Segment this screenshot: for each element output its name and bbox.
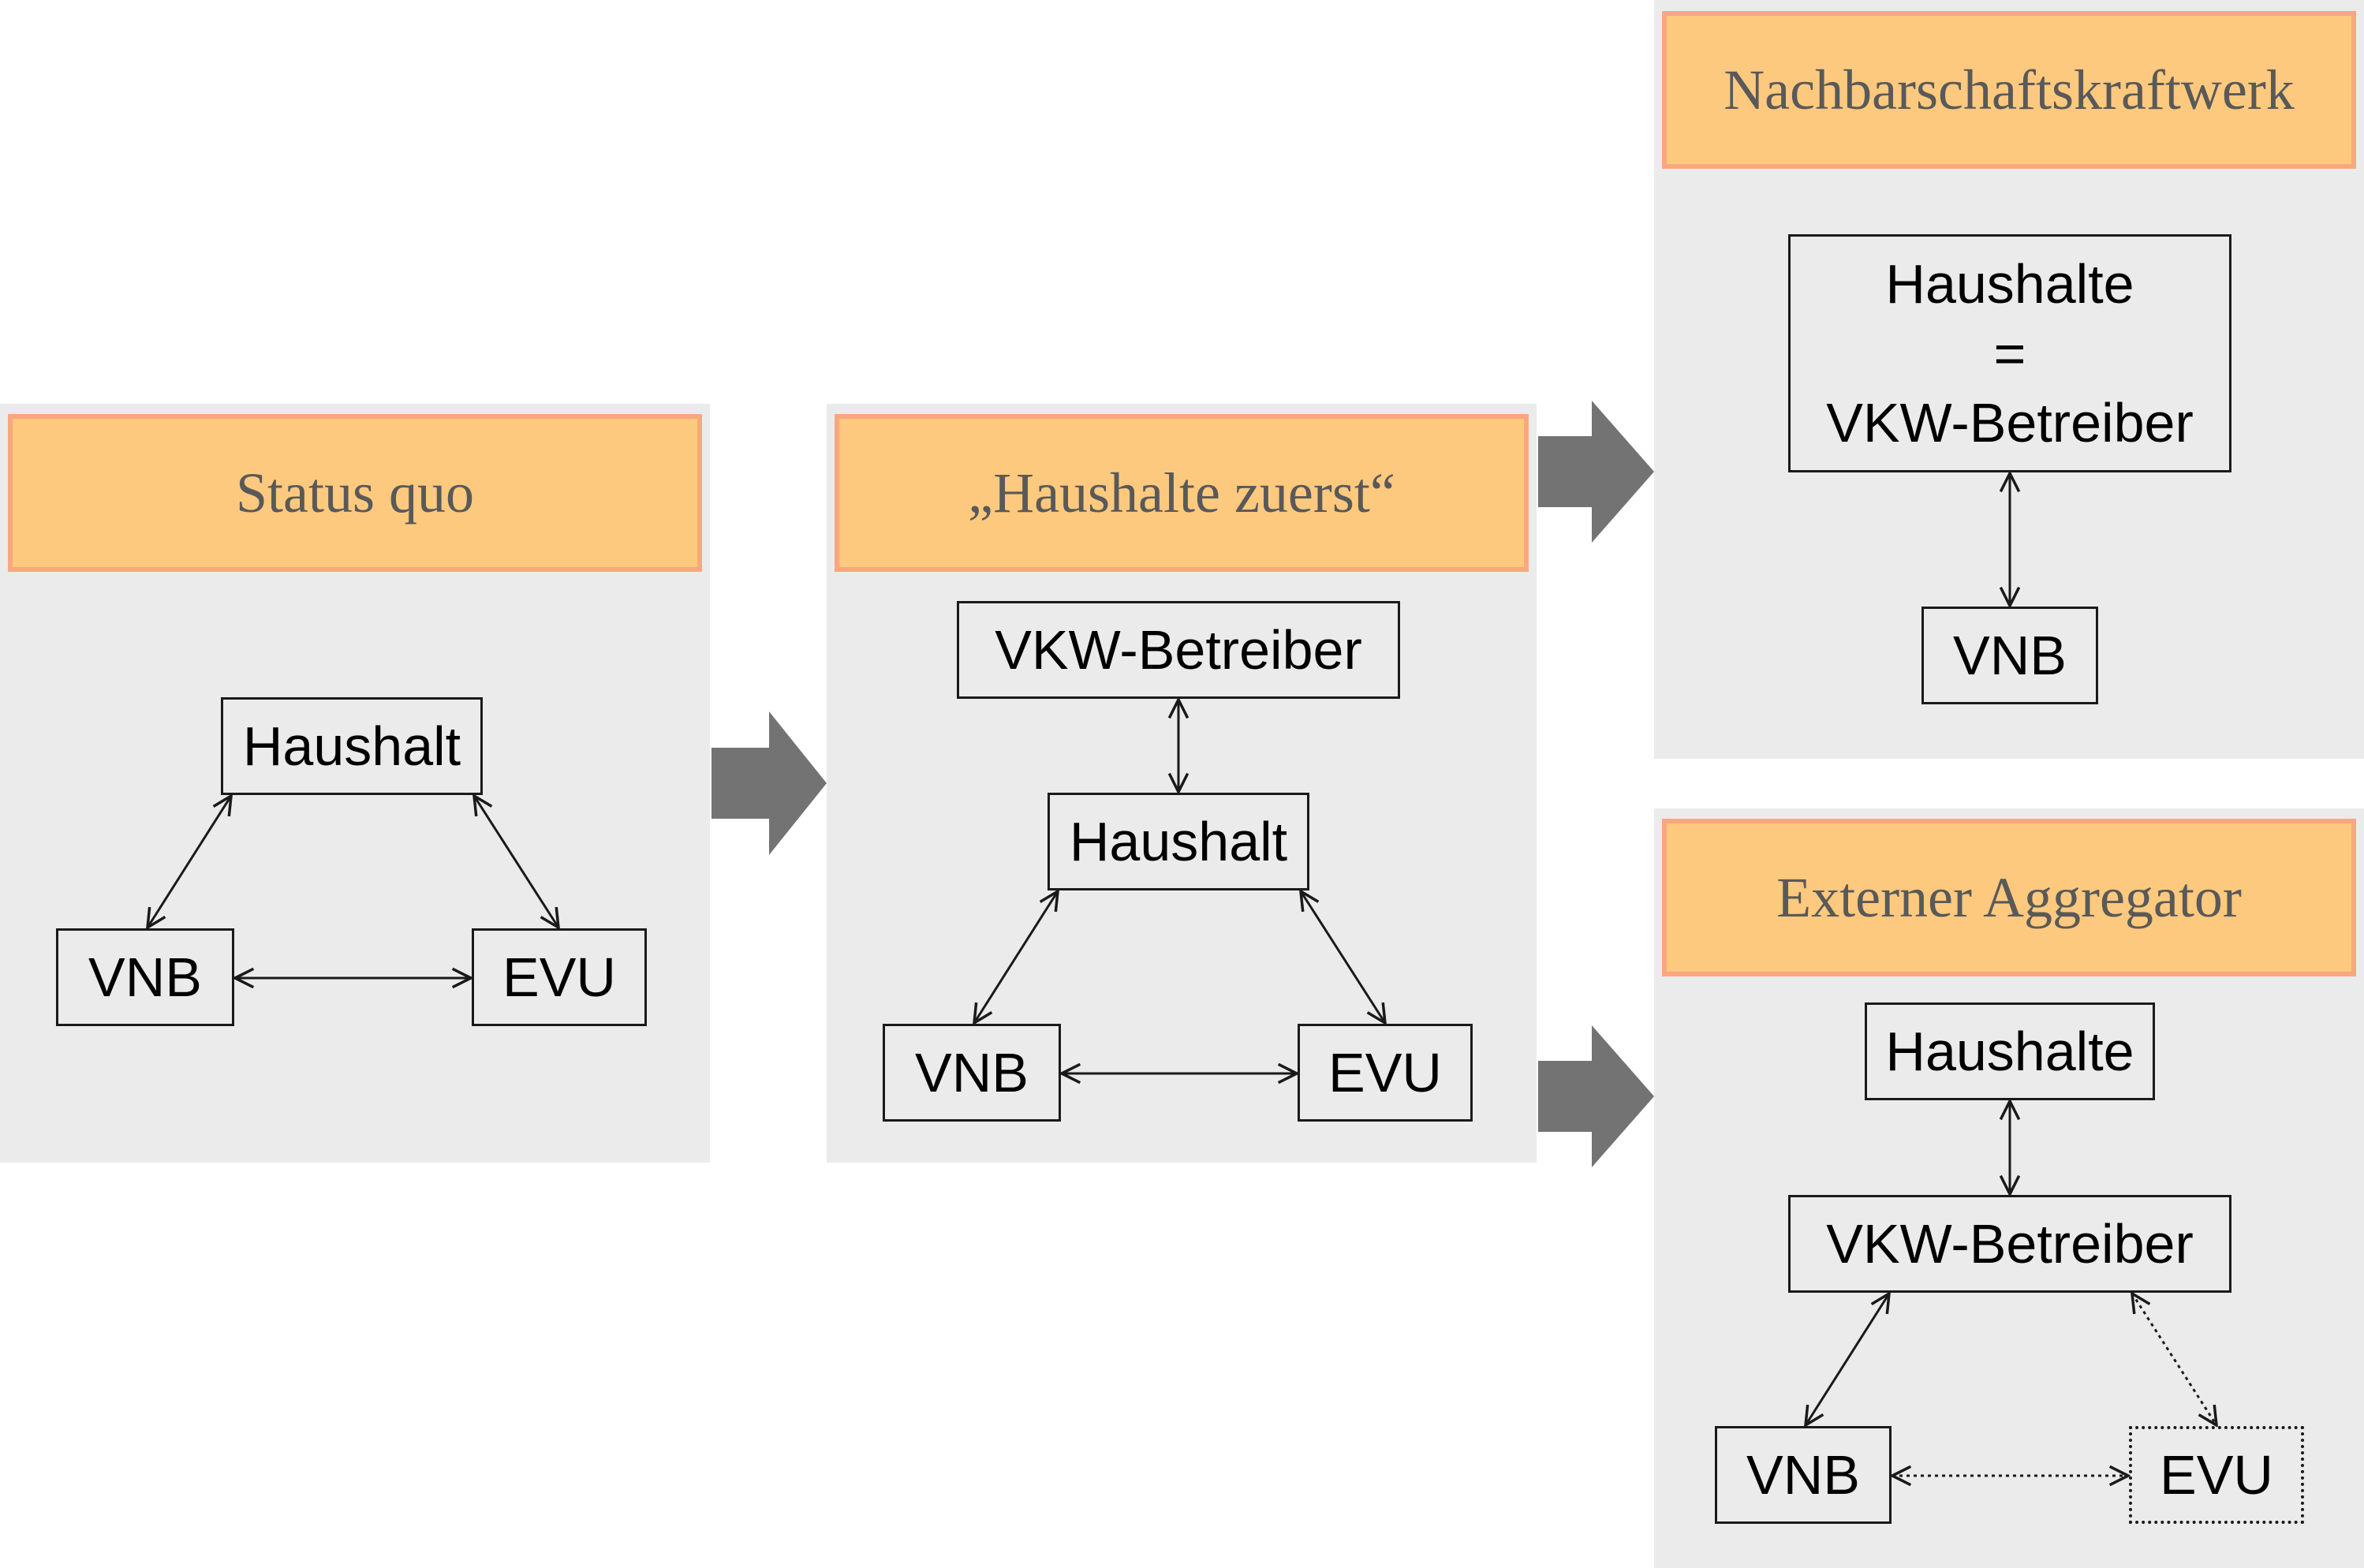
node-line-households: Haushalte: [1885, 253, 2134, 315]
node-household: Haushalt: [221, 697, 483, 795]
connector-household-utility: [1301, 891, 1385, 1023]
connector-household-dso: [148, 796, 231, 928]
node-dso: VNB: [883, 1024, 1061, 1122]
node-operator: VKW-Betreiber: [957, 601, 1400, 699]
transition-arrow-up-right: [1538, 401, 1654, 543]
node-household: Haushalt: [1048, 793, 1309, 890]
node-households-equals-operator: Haushalte = VKW-Betreiber: [1788, 234, 2231, 472]
panel-title-status-quo: Status quo: [8, 414, 702, 572]
connector-operator-dso: [1806, 1294, 1889, 1425]
node-households: Haushalte: [1865, 1002, 2155, 1100]
transition-arrow-right: [711, 711, 827, 855]
node-line-operator: VKW-Betreiber: [1826, 392, 2194, 454]
node-dso: VNB: [56, 928, 234, 1026]
node-operator: VKW-Betreiber: [1788, 1195, 2231, 1293]
panel-title-external-aggregator: Externer Aggregator: [1662, 819, 2356, 976]
node-utility: EVU: [472, 928, 647, 1026]
panel-title-neighborhood-plant: Nachbarschaftskraftwerk: [1662, 11, 2356, 169]
node-utility: EVU: [1298, 1024, 1473, 1122]
transition-arrow-down-right: [1538, 1025, 1654, 1167]
connector-operator-utility-dotted: [2132, 1294, 2216, 1425]
node-dso: VNB: [1921, 607, 2098, 704]
node-dso: VNB: [1715, 1426, 1892, 1524]
node-line-equals: =: [1993, 323, 2026, 384]
connector-household-dso: [974, 891, 1058, 1023]
connector-household-utility: [474, 796, 558, 928]
panel-title-households-first: „Haushalte zuerst“: [835, 414, 1529, 572]
